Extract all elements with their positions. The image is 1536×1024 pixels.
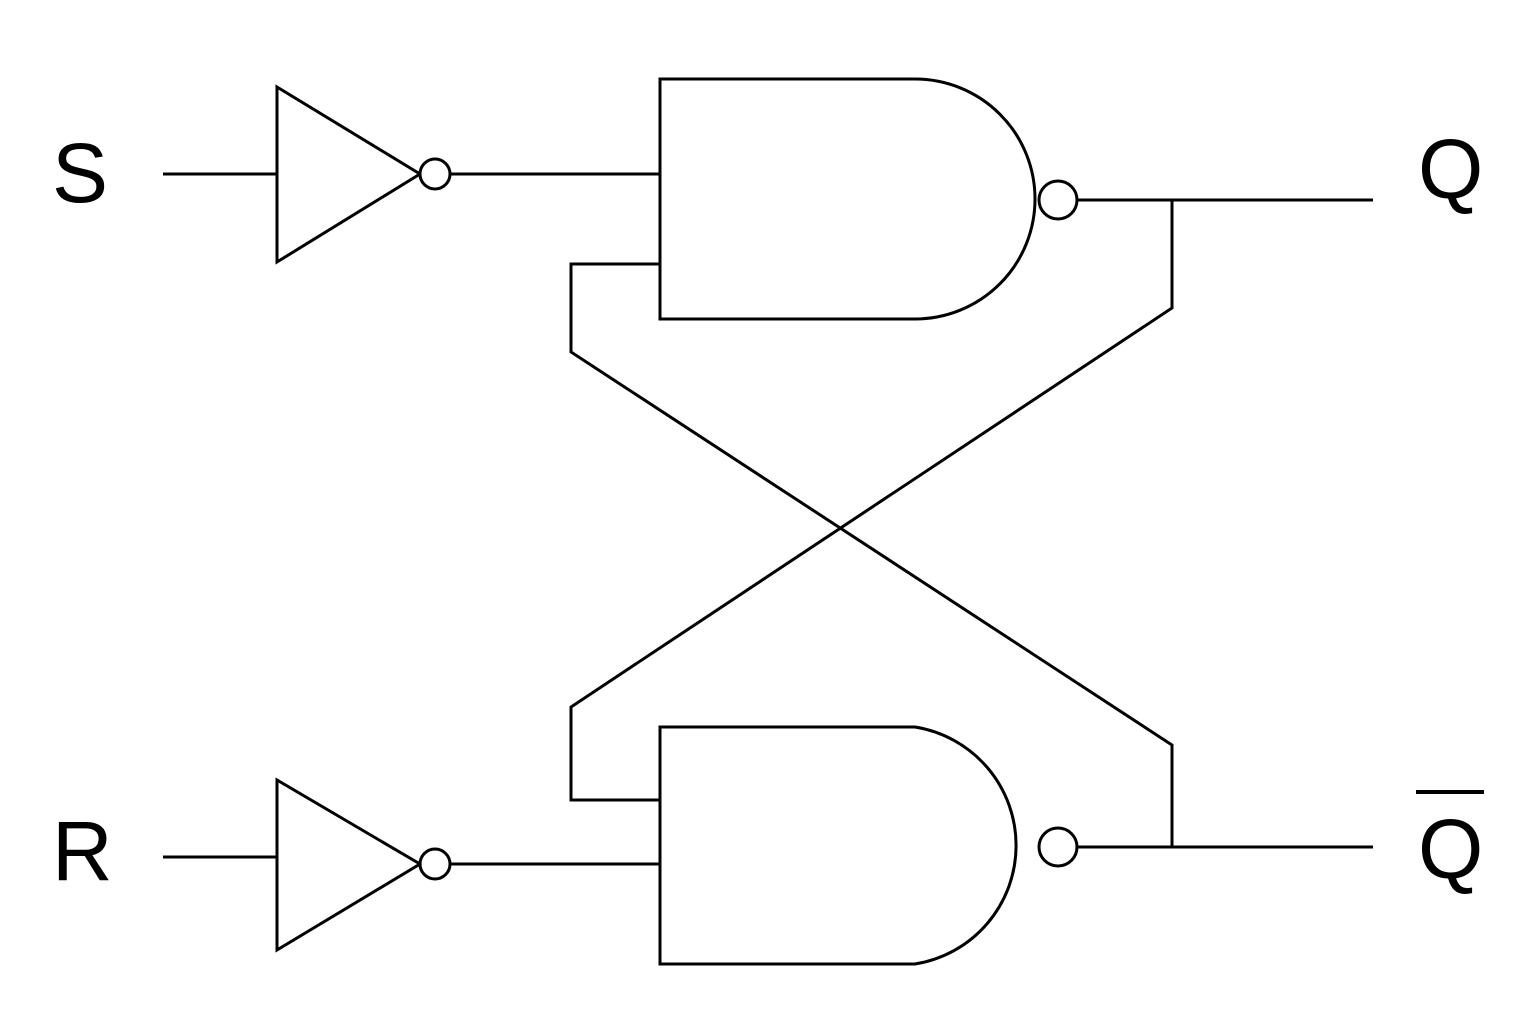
- nand-gate-bottom: [658, 725, 1018, 966]
- not-gate-r: [275, 777, 423, 953]
- nand-gate-top: [658, 77, 1037, 321]
- label-s: S: [52, 126, 108, 220]
- nand-gate-top-bubble: [1037, 179, 1079, 221]
- feedback-q-bar-to-top-nand: [569, 262, 1174, 847]
- label-r: R: [52, 804, 113, 898]
- label-q: Q: [1418, 122, 1483, 216]
- not-gate-r-bubble: [418, 847, 452, 881]
- not-gate-s: [275, 84, 423, 265]
- feedback-q-to-bottom-nand: [569, 200, 1174, 802]
- label-q-bar: Q: [1418, 802, 1483, 896]
- not-gate-s-bubble: [418, 157, 452, 191]
- nand-gate-bottom-bubble: [1037, 826, 1079, 868]
